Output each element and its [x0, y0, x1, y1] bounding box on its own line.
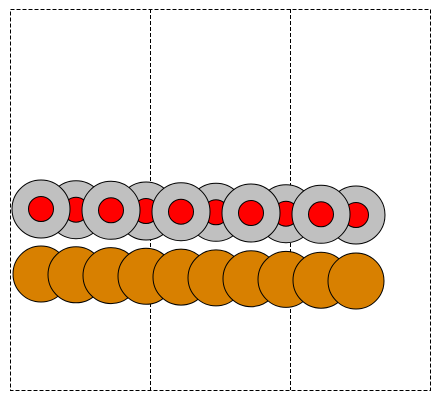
ring-element — [81, 180, 141, 240]
ring-element — [291, 184, 351, 244]
outer-border — [10, 9, 431, 391]
ring-element — [221, 183, 281, 243]
ring-element — [151, 182, 211, 242]
red-core — [238, 200, 264, 226]
red-core — [28, 196, 54, 222]
red-core — [98, 197, 124, 224]
panel-frame — [10, 9, 431, 391]
disc-row — [12, 245, 385, 310]
red-core — [168, 198, 194, 225]
ring-element — [11, 179, 71, 239]
orange-disc — [327, 252, 385, 310]
ring-row — [11, 179, 386, 245]
red-core — [308, 201, 334, 228]
